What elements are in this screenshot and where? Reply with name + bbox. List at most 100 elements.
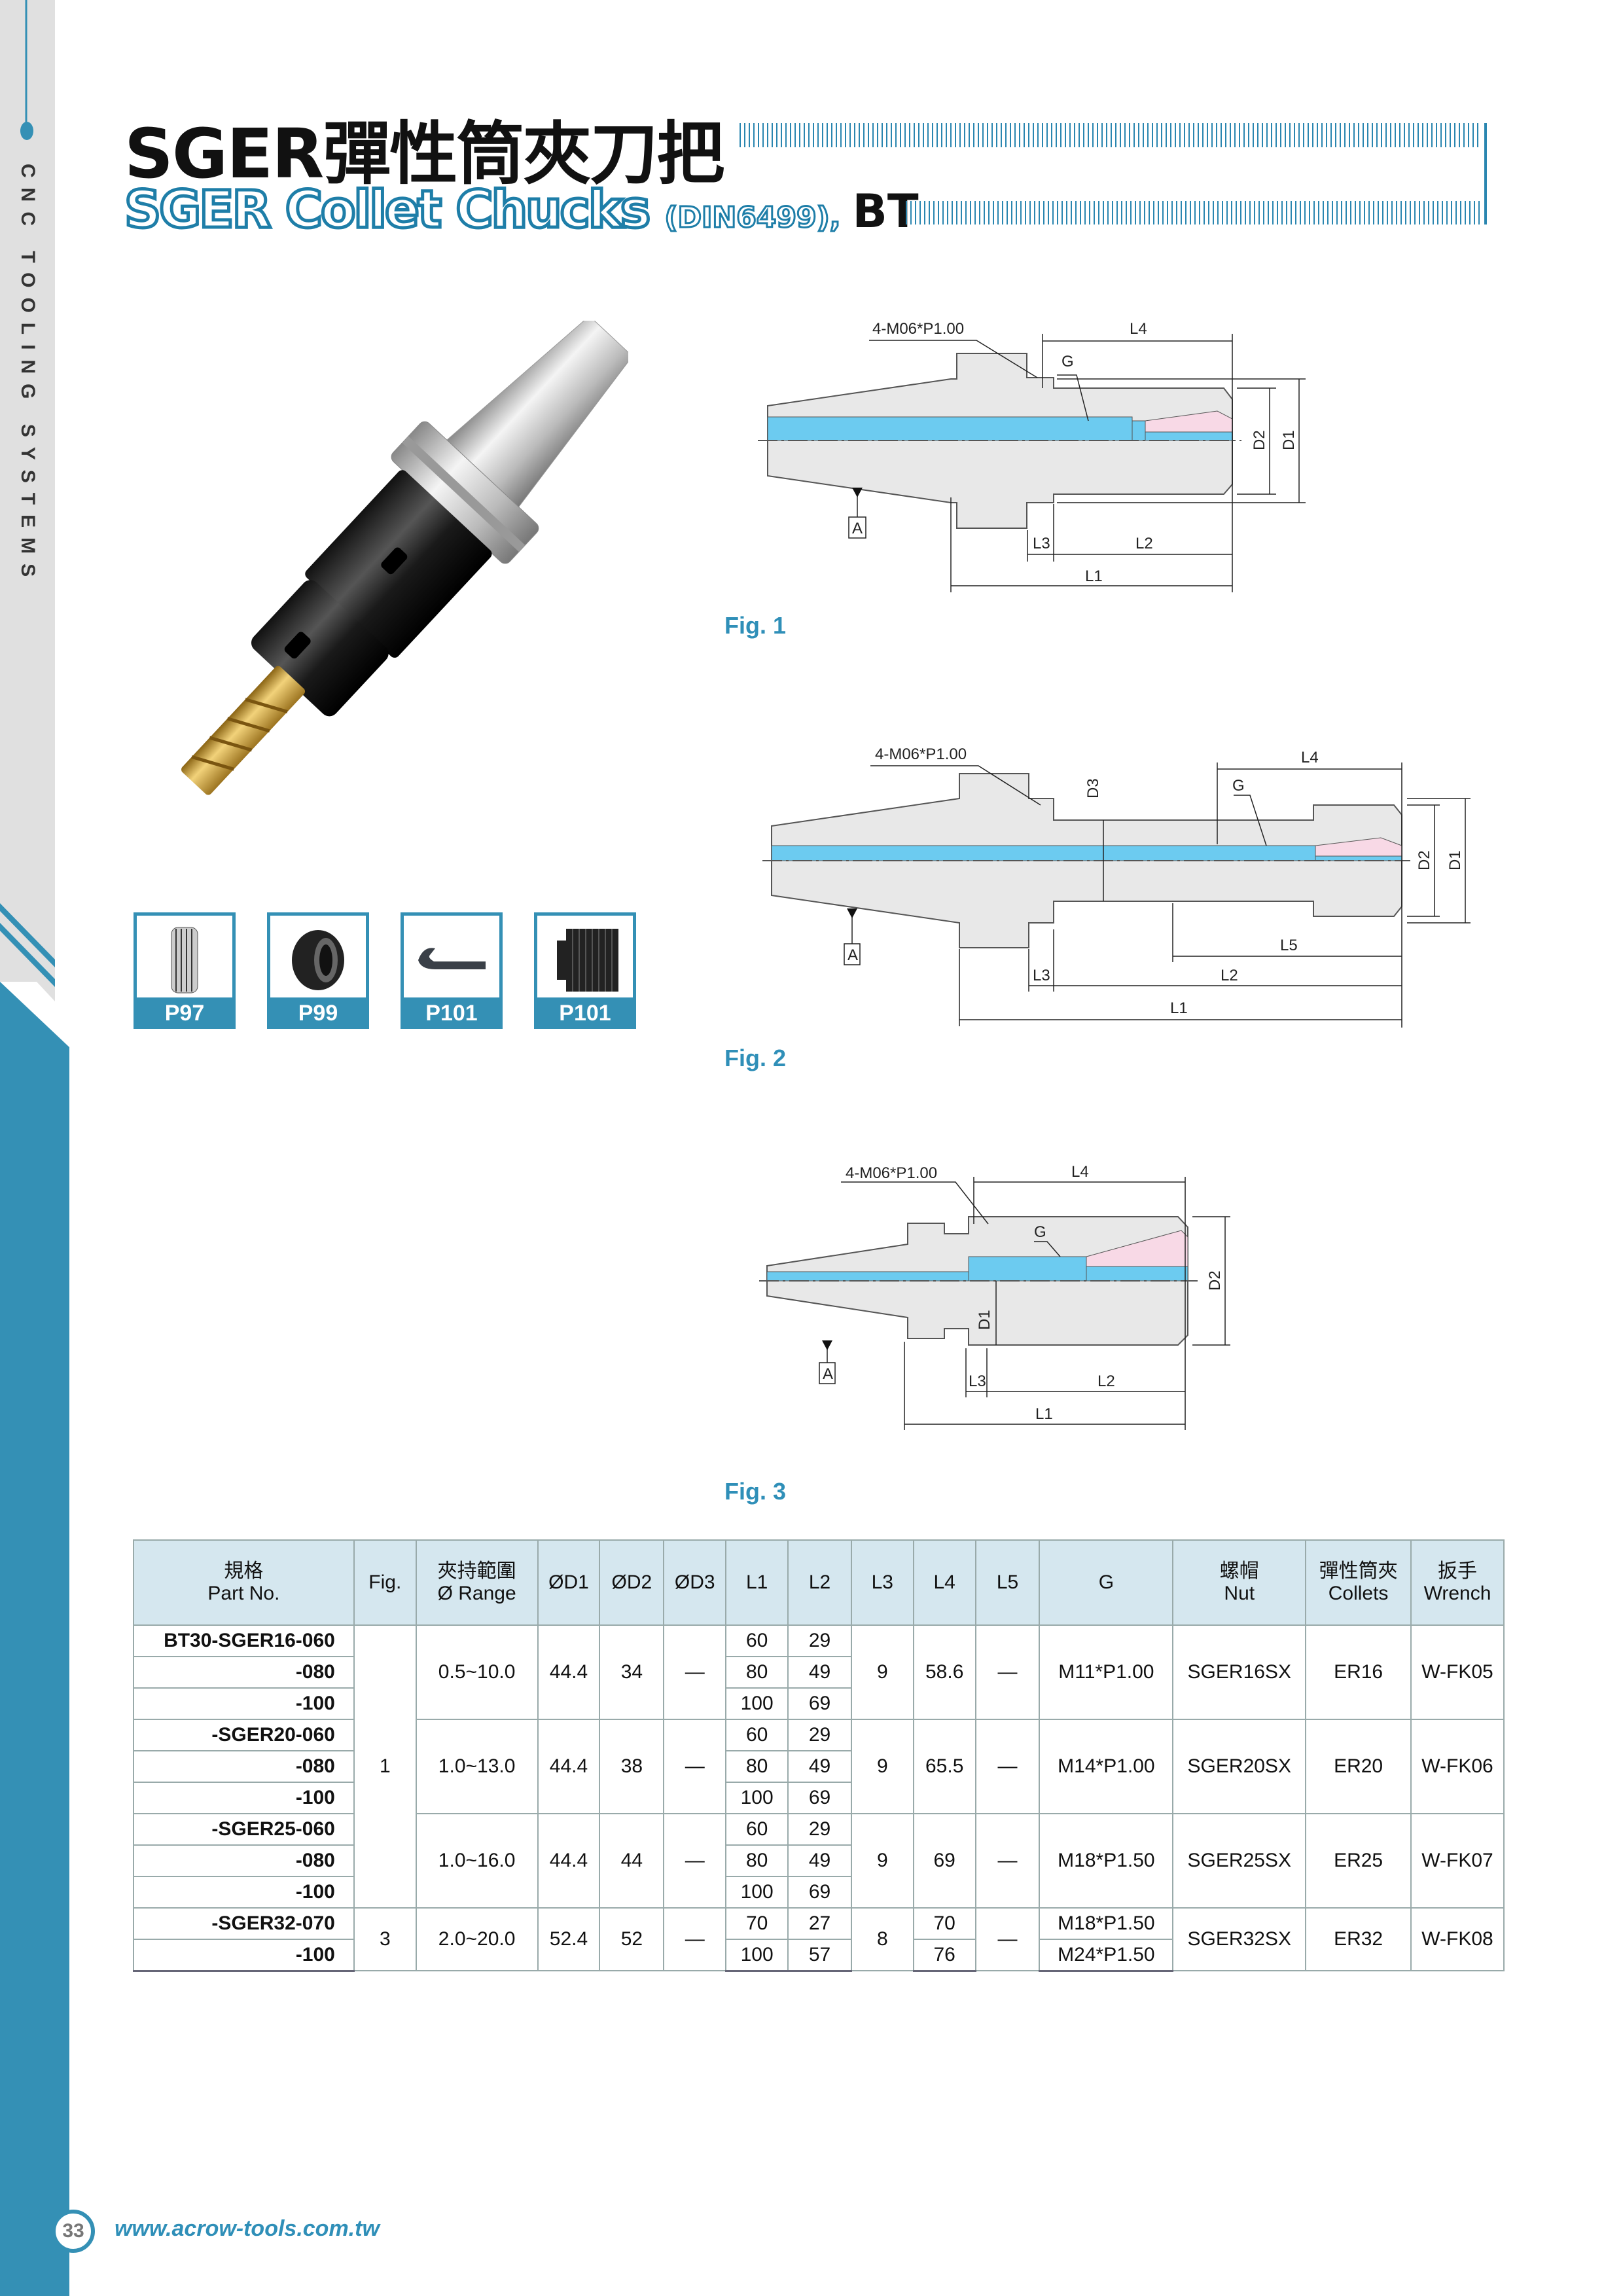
part-no-cell: -SGER20-060 xyxy=(133,1719,355,1751)
header-d3: ØD3 xyxy=(663,1539,727,1626)
l1-cell: 80 xyxy=(725,1750,789,1783)
part-no-cell: -100 xyxy=(133,1939,355,1972)
g-cell: M18*P1.50 xyxy=(1039,1907,1174,1940)
l5-cell: — xyxy=(974,1624,1041,1720)
wrench-cell: W-FK08 xyxy=(1410,1907,1505,1971)
nut-cell: SGER32SX xyxy=(1172,1907,1307,1971)
header-en: ØD2 xyxy=(611,1571,652,1593)
page-subtitle: SGER Collet Chucks (DIN6499),BT xyxy=(122,179,918,242)
l1-cell: 60 xyxy=(725,1624,789,1657)
l4-cell: 76 xyxy=(912,1939,976,1972)
header-en: L3 xyxy=(871,1571,893,1593)
header-en: L2 xyxy=(808,1571,831,1593)
part-no-cell: -100 xyxy=(133,1687,355,1720)
accessory-p101-wrench[interactable]: P101 xyxy=(401,912,503,1029)
wrench-cell: W-FK06 xyxy=(1410,1719,1505,1814)
l1-cell: 100 xyxy=(725,1782,789,1814)
g-cell: M14*P1.00 xyxy=(1039,1719,1174,1814)
part-no-cell: BT30-SGER16-060 xyxy=(133,1624,355,1657)
fig1-g-label: G xyxy=(1061,353,1074,370)
fig3-thread-label: 4-M06*P1.00 xyxy=(846,1164,937,1182)
fig3-l2-label: L2 xyxy=(1097,1372,1115,1390)
nut-icon xyxy=(292,930,344,990)
fig3-datum-label: A xyxy=(823,1365,833,1383)
sidebar-title: CNC TOOLING SYSTEMS xyxy=(17,164,39,587)
fig2-l4-label: L4 xyxy=(1301,749,1319,766)
figure-2-caption: Fig. 2 xyxy=(724,1045,787,1071)
l4-cell: 69 xyxy=(912,1813,976,1909)
l2-cell: 27 xyxy=(787,1907,852,1940)
collet-cell: ER32 xyxy=(1305,1907,1412,1971)
l1-cell: 60 xyxy=(725,1813,789,1846)
fig3-g-label: G xyxy=(1034,1223,1046,1241)
fig1-l1-label: L1 xyxy=(1085,567,1103,585)
fig2-d1-label: D1 xyxy=(1446,850,1464,870)
collet-cell: ER20 xyxy=(1305,1719,1412,1814)
l2-cell: 29 xyxy=(787,1624,852,1657)
part-no-cell: -080 xyxy=(133,1656,355,1689)
header-zh: 規格 xyxy=(224,1560,264,1582)
accessory-p99[interactable]: P99 xyxy=(267,912,369,1029)
header-zh: 彈性筒夾 xyxy=(1319,1560,1398,1582)
fig2-g-label: G xyxy=(1232,777,1245,795)
fig1-l2-label: L2 xyxy=(1135,535,1153,552)
wrench-cell: W-FK07 xyxy=(1410,1813,1505,1909)
l2-cell: 69 xyxy=(787,1782,852,1814)
part-no-cell: -080 xyxy=(133,1750,355,1783)
header-en: Wrench xyxy=(1423,1583,1491,1604)
figure-3-caption: Fig. 3 xyxy=(724,1478,787,1505)
accessory-label: P99 xyxy=(267,997,369,1029)
header-en: L5 xyxy=(996,1571,1019,1593)
l2-cell: 49 xyxy=(787,1656,852,1689)
d3-cell: — xyxy=(663,1907,727,1971)
range-cell: 2.0~20.0 xyxy=(415,1907,539,1971)
header-en: G xyxy=(1098,1571,1115,1593)
l2-cell: 57 xyxy=(787,1939,852,1972)
collet-cell: ER25 xyxy=(1305,1813,1412,1909)
fig-cell: 1 xyxy=(353,1624,417,1909)
l5-cell: — xyxy=(974,1813,1041,1909)
l1-cell: 80 xyxy=(725,1844,789,1877)
accessory-label: P101 xyxy=(401,997,503,1029)
header-zh: 扳手 xyxy=(1437,1560,1477,1582)
l2-cell: 69 xyxy=(787,1876,852,1909)
g-cell: M24*P1.50 xyxy=(1039,1939,1174,1972)
l5-cell: — xyxy=(974,1907,1041,1971)
website-link[interactable]: www.acrow-tools.com.tw xyxy=(115,2216,380,2241)
header-en: Part No. xyxy=(207,1583,280,1604)
end-mill xyxy=(181,666,306,795)
g-cell: M11*P1.00 xyxy=(1039,1624,1174,1720)
subtitle-main: SGER Collet Chucks xyxy=(122,179,665,242)
fig2-l5-label: L5 xyxy=(1280,937,1298,954)
figure-1-caption: Fig. 1 xyxy=(724,612,787,639)
fig2-datum-label: A xyxy=(847,946,858,964)
accessory-p101-screw[interactable]: P101 xyxy=(534,912,636,1029)
part-no-cell: -SGER25-060 xyxy=(133,1813,355,1846)
accessory-p97[interactable]: P97 xyxy=(134,912,236,1029)
l1-cell: 80 xyxy=(725,1656,789,1689)
l3-cell: 9 xyxy=(850,1813,914,1909)
fig2-l2-label: L2 xyxy=(1221,967,1238,984)
d3-cell: — xyxy=(663,1813,727,1909)
collet-icon xyxy=(171,927,198,994)
header-zh: 夾持範圍 xyxy=(437,1560,516,1582)
header-l1: L1 xyxy=(725,1539,789,1626)
d2-cell: 38 xyxy=(599,1719,665,1814)
header-l5: L5 xyxy=(974,1539,1041,1626)
figure-2-drawing: 4-M06*P1.00 L4 G D3 L5 L3 L2 L1 A D2 D1 xyxy=(762,745,1471,1028)
page-title: SGER彈性筒夾刀把 xyxy=(124,114,724,194)
fig2-thread-label: 4-M06*P1.00 xyxy=(875,745,967,763)
